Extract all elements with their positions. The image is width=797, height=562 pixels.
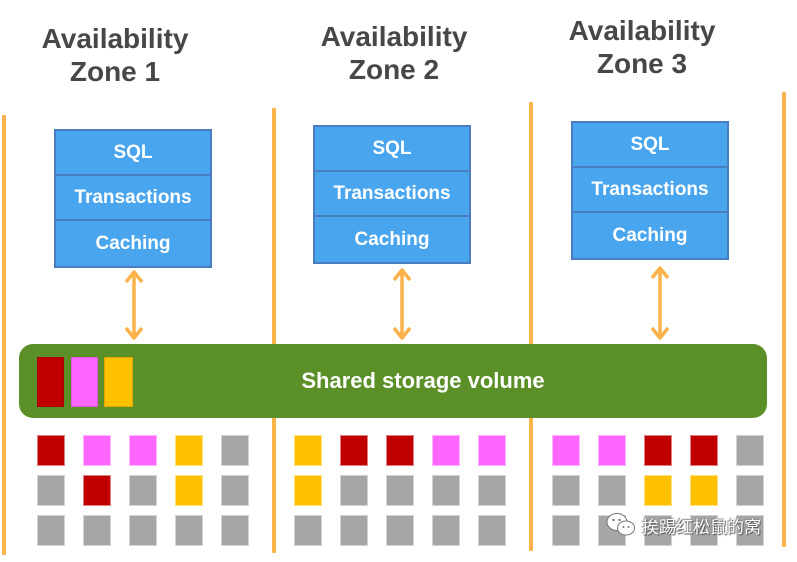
- zone-3-bidirectional-arrow-icon: [650, 266, 670, 340]
- storage-chip-yellow: [104, 357, 133, 407]
- zone-3-title-line2: Zone 3: [596, 48, 688, 79]
- zone-1-title: Availability Zone 1: [5, 22, 225, 88]
- storage-block-gray: [83, 515, 111, 546]
- storage-chip-red: [37, 357, 64, 407]
- storage-block-pink: [552, 435, 580, 466]
- layer-transactions: Transactions: [573, 168, 727, 213]
- zone-divider-2-3: [529, 102, 533, 551]
- layer-sql: SQL: [56, 131, 210, 176]
- zone-1-title-line1: Availability: [41, 23, 189, 54]
- storage-block-gray: [386, 475, 414, 506]
- zone-3-title: Availability Zone 3: [532, 14, 752, 80]
- zone-2-title: Availability Zone 2: [284, 20, 504, 86]
- storage-block-pink: [129, 435, 157, 466]
- zone-2-title-line2: Zone 2: [348, 54, 440, 85]
- storage-block-red: [644, 435, 672, 466]
- zone-divider-right: [782, 92, 786, 547]
- storage-block-pink: [598, 435, 626, 466]
- storage-block-gray: [129, 515, 157, 546]
- watermark-text: 挨踢红松鼠的窝: [642, 517, 761, 537]
- storage-block-yellow: [294, 435, 322, 466]
- storage-block-gray: [552, 475, 580, 506]
- zone-3-title-line1: Availability: [568, 15, 716, 46]
- zone-1-bidirectional-arrow-icon: [124, 270, 144, 340]
- zone-2-bidirectional-arrow-icon: [392, 268, 412, 340]
- storage-block-gray: [478, 475, 506, 506]
- storage-block-red: [690, 435, 718, 466]
- storage-block-yellow: [644, 475, 672, 506]
- storage-block-yellow: [175, 475, 203, 506]
- storage-block-gray: [432, 515, 460, 546]
- zone-3-db-stack: SQL Transactions Caching: [571, 121, 729, 260]
- wechat-icon: [606, 513, 635, 536]
- storage-block-gray: [736, 475, 764, 506]
- zone-2-storage-blocks: [294, 435, 506, 546]
- storage-block-gray: [598, 475, 626, 506]
- storage-block-gray: [736, 435, 764, 466]
- storage-block-gray: [552, 515, 580, 546]
- storage-block-gray: [340, 515, 368, 546]
- storage-block-yellow: [175, 435, 203, 466]
- zone-1-title-line2: Zone 1: [69, 56, 161, 87]
- layer-transactions: Transactions: [56, 176, 210, 221]
- storage-block-red: [37, 435, 65, 466]
- layer-sql: SQL: [315, 127, 469, 172]
- zone-divider-1-2: [272, 108, 276, 553]
- storage-block-yellow: [294, 475, 322, 506]
- storage-block-gray: [340, 475, 368, 506]
- storage-block-gray: [386, 515, 414, 546]
- zone-1-db-stack: SQL Transactions Caching: [54, 129, 212, 268]
- storage-block-pink: [432, 435, 460, 466]
- storage-block-gray: [690, 515, 718, 546]
- storage-label: Shared storage volume: [301, 368, 545, 393]
- zone-2-title-line1: Availability: [320, 21, 468, 52]
- zone-divider-left: [2, 115, 6, 555]
- storage-block-gray: [736, 515, 764, 546]
- storage-block-gray: [37, 515, 65, 546]
- zone-1-storage-blocks: [37, 435, 249, 546]
- storage-block-red: [386, 435, 414, 466]
- layer-sql: SQL: [573, 123, 727, 168]
- zone-2-db-stack: SQL Transactions Caching: [313, 125, 471, 264]
- storage-block-red: [340, 435, 368, 466]
- storage-block-pink: [478, 435, 506, 466]
- layer-caching: Caching: [354, 228, 430, 250]
- shared-storage-volume: Shared storage volume: [19, 344, 767, 418]
- layer-transactions: Transactions: [315, 172, 469, 217]
- storage-chip-pink: [71, 357, 98, 407]
- storage-block-gray: [221, 515, 249, 546]
- storage-block-gray: [644, 515, 672, 546]
- storage-block-gray: [478, 515, 506, 546]
- storage-block-yellow: [690, 475, 718, 506]
- storage-block-gray: [37, 475, 65, 506]
- storage-block-gray: [294, 515, 322, 546]
- layer-caching: Caching: [612, 224, 688, 246]
- storage-block-gray: [129, 475, 157, 506]
- watermark: 挨踢红松鼠的窝: [606, 512, 761, 538]
- storage-block-red: [83, 475, 111, 506]
- storage-block-pink: [83, 435, 111, 466]
- storage-block-gray: [221, 475, 249, 506]
- storage-block-gray: [175, 515, 203, 546]
- zone-3-storage-blocks: [552, 435, 764, 546]
- layer-caching: Caching: [95, 232, 171, 254]
- storage-block-gray: [432, 475, 460, 506]
- storage-block-gray: [221, 435, 249, 466]
